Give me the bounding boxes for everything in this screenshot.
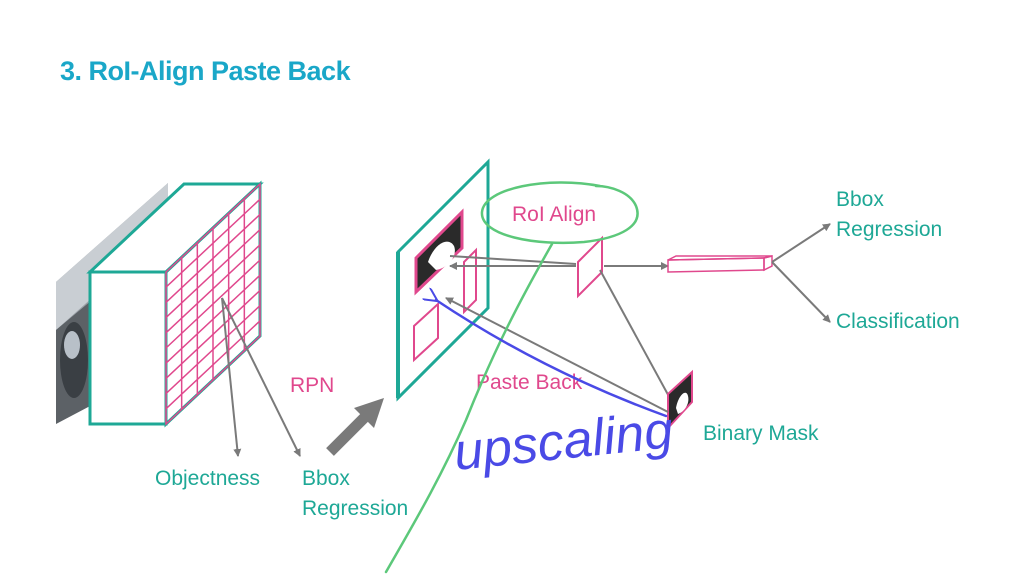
bbox-arrow	[221, 297, 301, 457]
roi-arrow-line	[449, 255, 577, 265]
vector-fc	[667, 255, 773, 273]
mask-blob	[428, 241, 455, 270]
feature-map-grid	[165, 182, 261, 426]
rpn-label: RPN	[290, 374, 334, 397]
bbox-label-line2: Regression	[302, 497, 408, 520]
grid-line	[165, 289, 261, 379]
paste-back-arrow	[445, 297, 669, 413]
green-ink-annotation	[384, 181, 639, 574]
bbox-label-line1: Bbox	[302, 467, 350, 490]
grid-frame	[165, 182, 261, 426]
roi-feature-map	[396, 158, 490, 402]
grid-line	[165, 259, 261, 349]
head-bbox-label-line1: Bbox	[836, 188, 884, 211]
roi-aligned-feature	[577, 235, 603, 299]
arrow-right-icon	[326, 398, 384, 456]
feature-map-block	[86, 180, 264, 428]
grid-line	[165, 198, 261, 288]
roi-align-label: RoI Align	[512, 203, 596, 226]
classification-label: Classification	[836, 310, 960, 333]
bbox-head-arrow	[771, 223, 831, 263]
upscaling-handwriting: upscaling	[451, 401, 676, 482]
binary-mask-label: Binary Mask	[703, 422, 819, 445]
objectness-label: Objectness	[155, 467, 260, 490]
grid-line	[165, 229, 261, 319]
paste-back-label: Paste Back	[476, 371, 583, 394]
page-title: 3. RoI-Align Paste Back	[60, 56, 351, 86]
grid-line	[165, 274, 261, 364]
grid-line	[165, 244, 261, 334]
mask-branch-arrow	[599, 269, 673, 403]
objectness-arrow	[221, 297, 242, 457]
grid-line	[165, 320, 261, 410]
head-bbox-label-line2: Regression	[836, 218, 942, 241]
binary-mask	[667, 369, 693, 431]
grid-line	[165, 213, 261, 303]
class-head-arrow	[771, 261, 831, 323]
grid-line	[165, 305, 261, 395]
